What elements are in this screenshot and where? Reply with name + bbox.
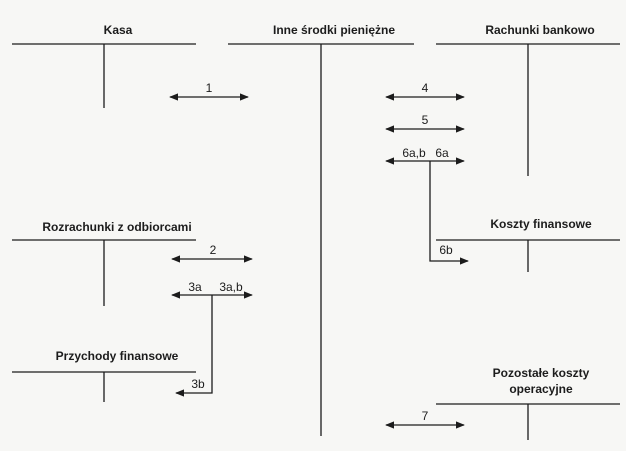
- t-account-pozostale-koszty: [436, 403, 620, 440]
- account-title-rachunki-bankowe: Rachunki bankowo: [485, 23, 595, 37]
- op-label-2: 2: [209, 243, 217, 257]
- t-account-przychody-finansowe: [12, 371, 196, 402]
- t-account-rachunki-bankowe: [436, 43, 620, 176]
- account-title-pozostale-koszty-line2: operacyjne: [509, 382, 573, 396]
- t-account-inne-srodki: [228, 43, 414, 436]
- op-label-6a: 6a: [435, 146, 449, 160]
- account-title-inne-srodki: Inne środki pieniężne: [272, 23, 396, 37]
- op-label-6b: 6b: [439, 243, 453, 257]
- arrow-op6b: [429, 161, 469, 265]
- op-label-3ab: 3a,b: [219, 280, 243, 294]
- account-title-kasa: Kasa: [103, 23, 133, 37]
- account-title-pozostale-koszty-line1: Pozostałe koszty: [492, 366, 590, 380]
- op-label-1: 1: [205, 81, 213, 95]
- op-label-7: 7: [421, 409, 429, 423]
- op-label-5: 5: [421, 113, 429, 127]
- op-label-3a: 3a: [188, 280, 202, 294]
- t-account-rozrachunki: [12, 239, 196, 306]
- t-account-kasa: [12, 43, 196, 108]
- account-title-koszty-finansowe: Koszty finansowe: [490, 217, 592, 231]
- t-account-koszty-finansowe: [436, 239, 620, 272]
- arrow-op3b: [175, 295, 213, 397]
- account-title-rozrachunki: Rozrachunki z odbiorcami: [42, 220, 192, 234]
- op-label-3b: 3b: [191, 377, 205, 391]
- op-label-6ab: 6a,b: [402, 146, 426, 160]
- account-title-przychody-finansowe: Przychody finansowe: [55, 349, 179, 363]
- op-label-4: 4: [421, 81, 429, 95]
